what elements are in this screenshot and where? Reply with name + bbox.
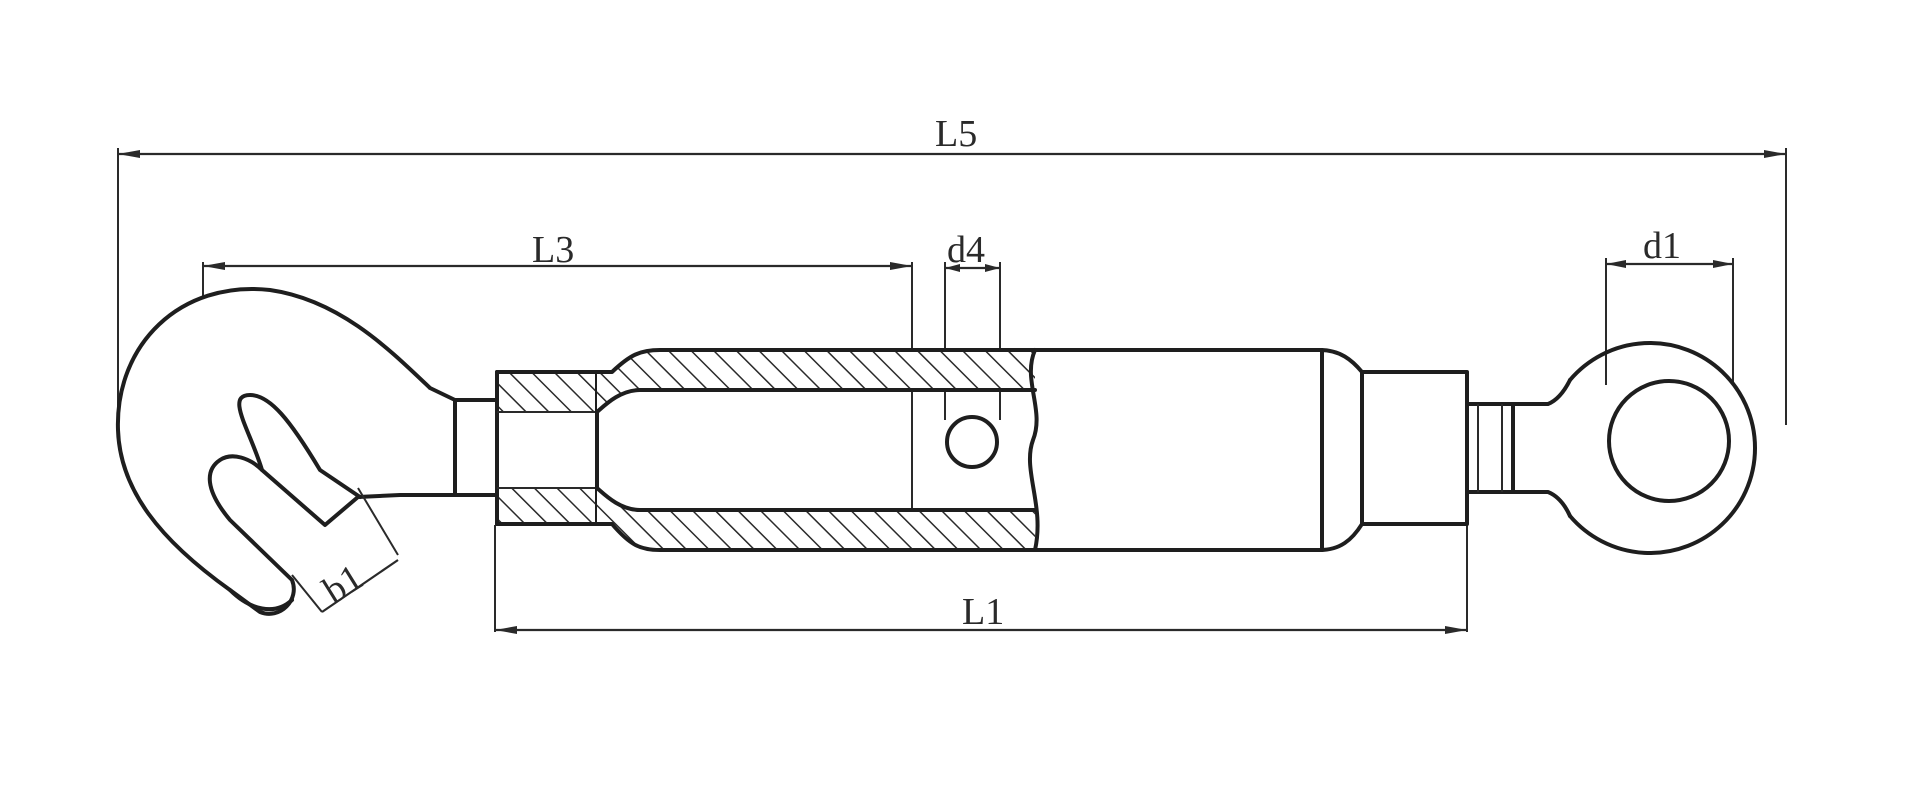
l5-arrow-left xyxy=(118,150,140,158)
barrel-outline-right xyxy=(1033,348,1364,552)
b1-extension-2 xyxy=(291,574,323,613)
b1-extension-1 xyxy=(357,487,399,556)
left-nut-outline xyxy=(495,370,599,526)
dimension-l3: L3 xyxy=(202,229,913,512)
barrel-bore-top xyxy=(595,388,1037,414)
l3-arrow-right xyxy=(890,262,912,270)
cross-pin-circle xyxy=(945,415,999,469)
d1-arrow-left xyxy=(1606,260,1626,268)
l1-arrow-right xyxy=(1445,626,1467,634)
eye-inner-hole xyxy=(1607,379,1731,503)
b1-dimension-line xyxy=(321,559,399,613)
l1-label: L1 xyxy=(962,591,1004,633)
eye-neck-bottom xyxy=(1511,490,1572,518)
dimension-l1: L1 xyxy=(494,525,1468,634)
d1-label: d1 xyxy=(1643,225,1681,267)
l5-arrow-right xyxy=(1764,150,1786,158)
left-nut-hatch-top xyxy=(497,372,597,412)
left-nut-hatch-bottom xyxy=(497,488,597,524)
eye-outer-ring xyxy=(1568,341,1758,555)
dimension-l5: L5 xyxy=(117,113,1787,425)
dimension-d1: d1 xyxy=(1605,225,1734,385)
section-break-line xyxy=(1027,348,1040,552)
dimension-d4: d4 xyxy=(944,229,1001,420)
l5-label: L5 xyxy=(935,113,977,155)
l3-label: L3 xyxy=(532,229,574,271)
hook-tip xyxy=(228,588,294,611)
l3-arrow-left xyxy=(203,262,225,270)
eye-threaded-rod xyxy=(1465,402,1515,494)
cross-pin xyxy=(945,415,999,469)
hook-end xyxy=(115,287,499,616)
barrel-wall-top-hatch xyxy=(597,350,1035,412)
b1-label: b1 xyxy=(316,556,370,612)
right-nut xyxy=(1360,370,1469,526)
hook-inner-curve xyxy=(237,393,362,499)
barrel-outline-left xyxy=(595,348,1037,374)
turnbuckle-body xyxy=(495,348,1469,552)
barrel-outline-left-bottom xyxy=(595,522,1037,552)
eye-end xyxy=(1465,341,1758,555)
d4-arrow-left xyxy=(945,264,960,272)
eye-neck xyxy=(1511,378,1572,406)
d4-arrow-right xyxy=(985,264,1000,272)
d1-arrow-right xyxy=(1713,260,1733,268)
l1-arrow-left xyxy=(495,626,517,634)
d4-label: d4 xyxy=(947,229,985,271)
barrel-bore-bottom xyxy=(595,486,1037,512)
hook-shank xyxy=(453,398,499,497)
barrel-wall-bottom-hatch xyxy=(597,488,1035,550)
hook-outline xyxy=(115,287,457,616)
